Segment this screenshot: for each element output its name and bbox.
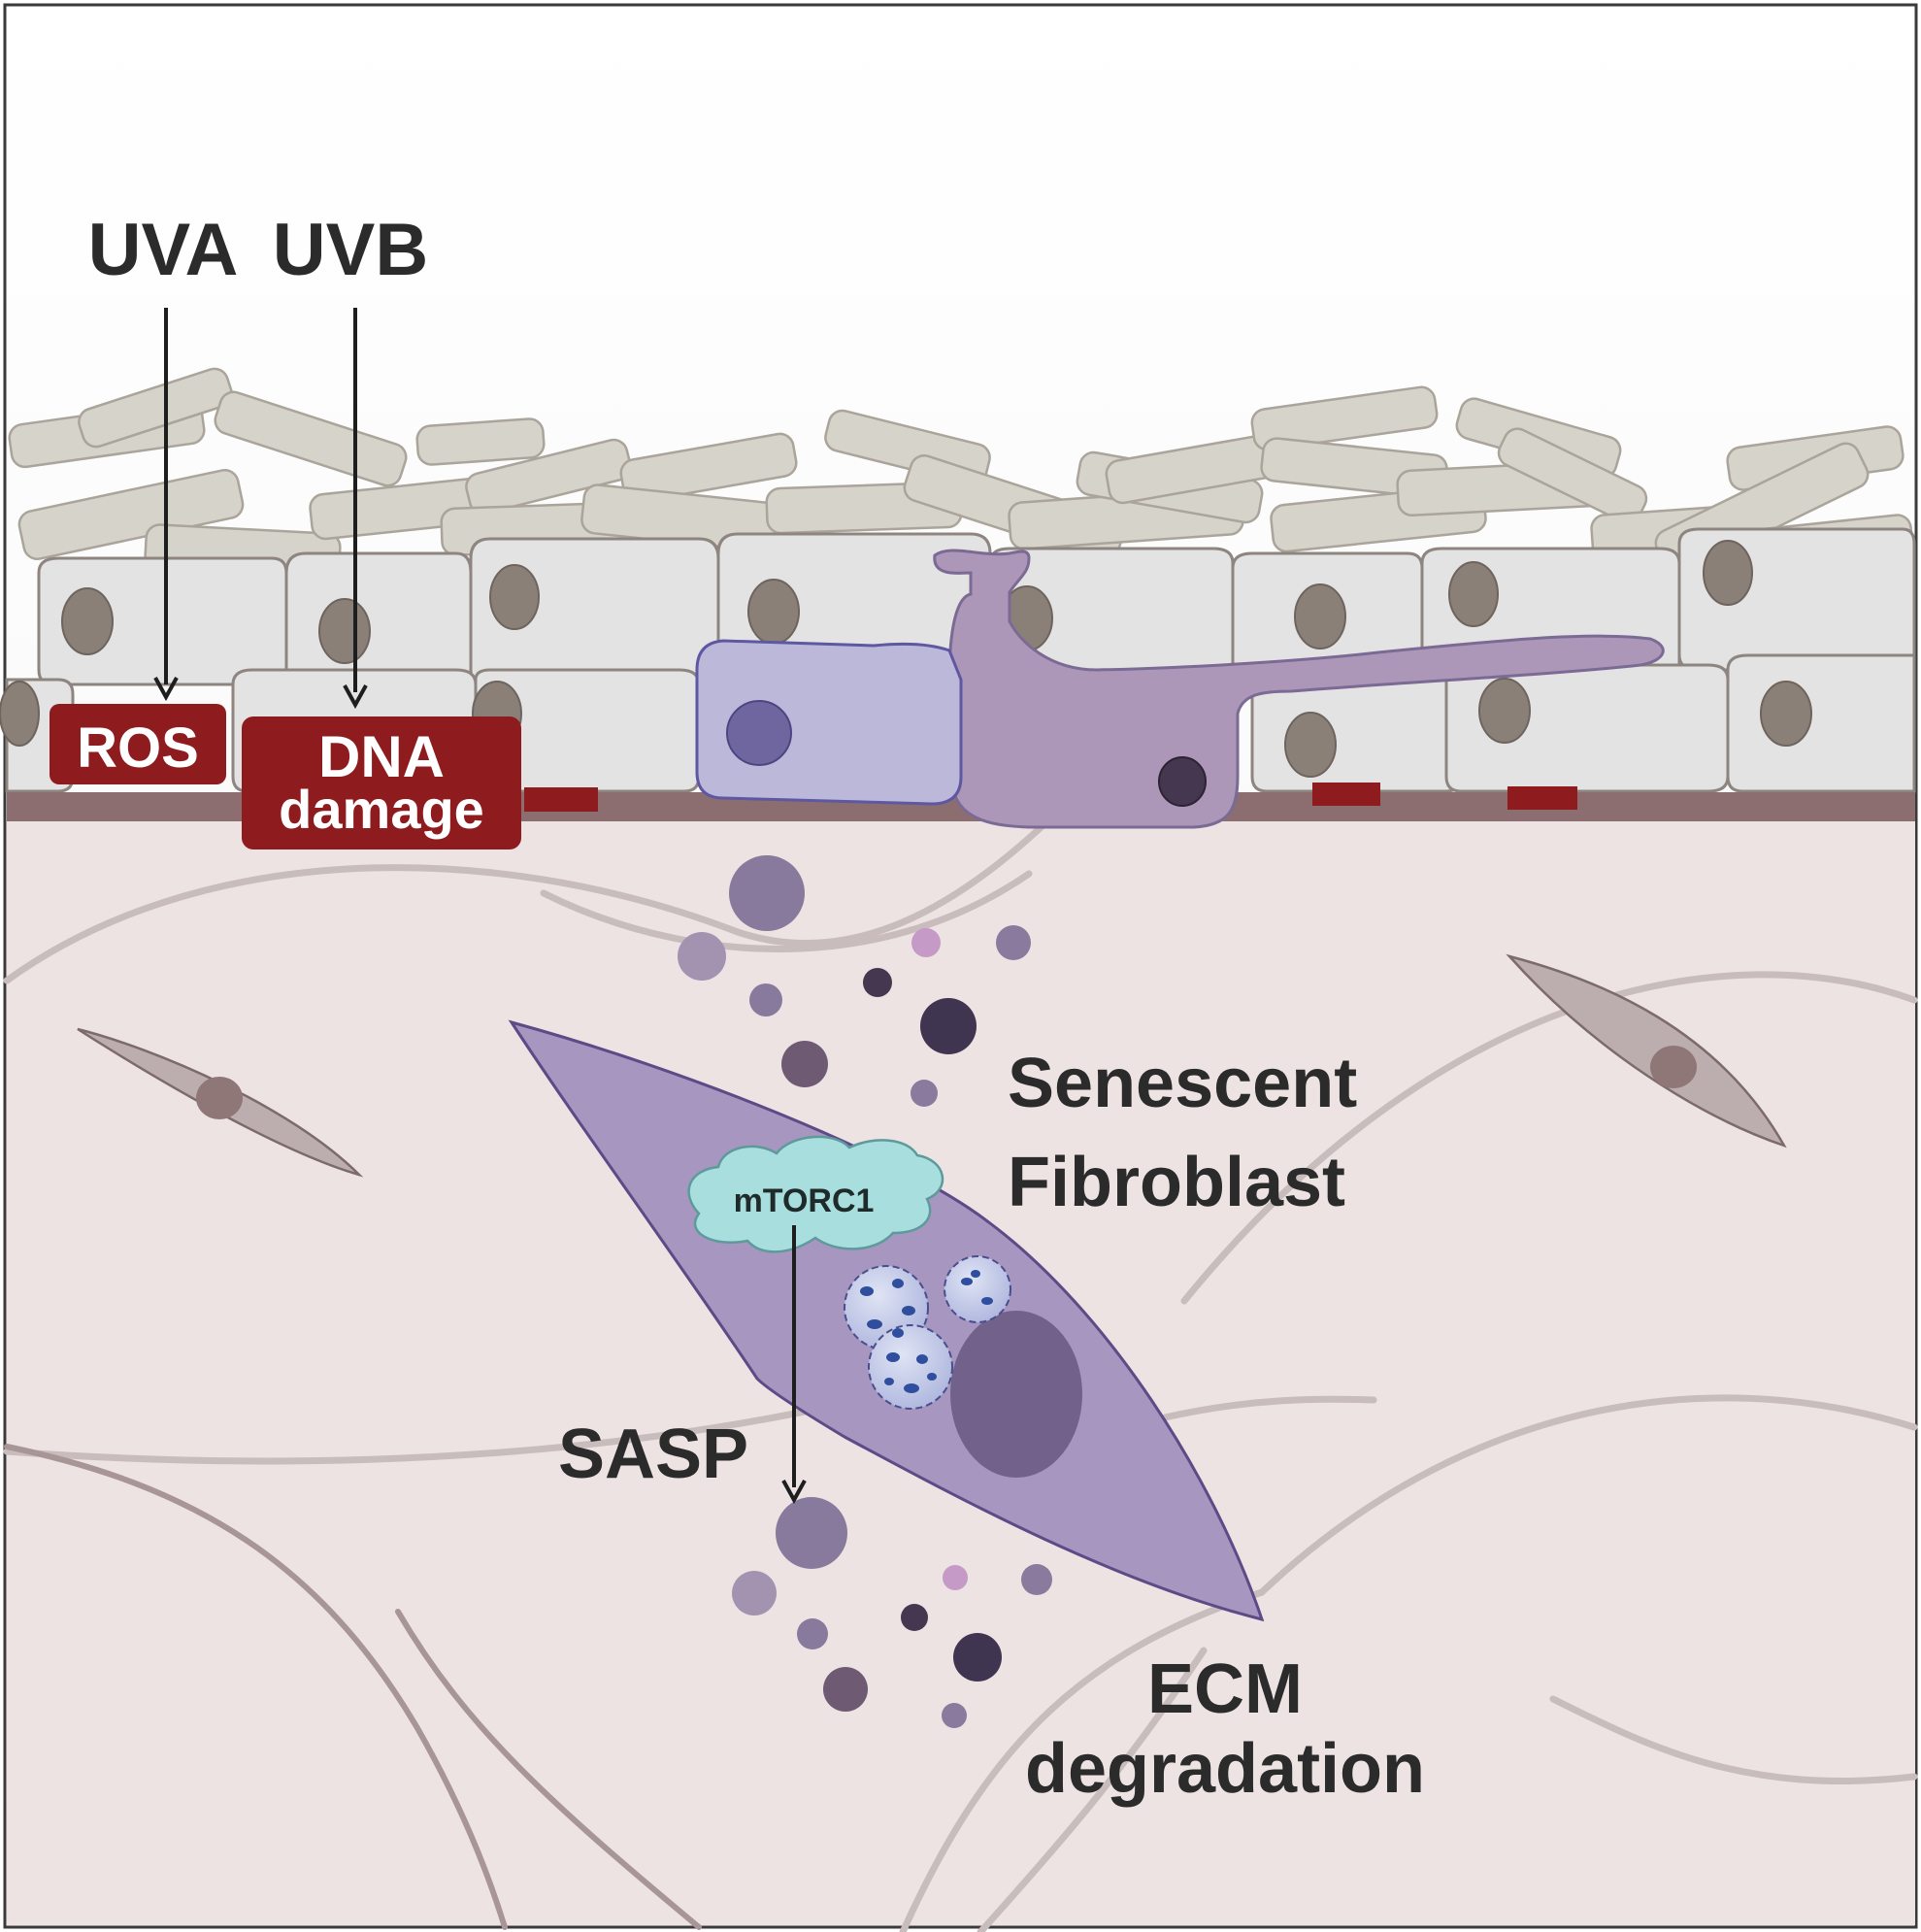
ecm-degradation-label-line1: ECM [1147, 1650, 1303, 1728]
uvb-label: UVB [273, 209, 428, 291]
sasp-arrow [781, 1225, 807, 1505]
sasp-particles-upper [678, 855, 1031, 1107]
dna-damage-label-line1: DNA [318, 724, 445, 789]
ros-label: ROS [77, 716, 199, 780]
collagen-fibers-dark [4, 1444, 702, 1930]
senescent-fibroblast-label-line1: Senescent [1008, 1045, 1357, 1122]
dna-damage-markers [524, 783, 1577, 812]
senescent-fibroblast-label-line2: Fibroblast [1008, 1144, 1345, 1221]
quiescent-fibroblast-right [1506, 953, 1787, 1149]
quiescent-fibroblast-left [77, 1027, 364, 1178]
melanocyte-nucleus [1158, 756, 1207, 807]
lysosome-cluster [844, 1255, 1011, 1410]
dna-damage-box [242, 716, 521, 849]
mtorc1-label: mTORC1 [734, 1183, 875, 1219]
uvb-arrow [343, 308, 368, 710]
uva-label: UVA [88, 209, 239, 291]
sasp-label: SASP [558, 1416, 748, 1493]
lavender-cell-nucleus [726, 700, 792, 766]
ros-box [50, 704, 226, 784]
mtorc1-cloud [687, 1135, 944, 1253]
melanocyte [933, 549, 1665, 829]
ecm-degradation-label-line2: degradation [1025, 1730, 1425, 1808]
uva-arrow [153, 308, 179, 702]
dna-damage-label-line2: damage [279, 779, 484, 840]
sasp-particles-lower [732, 1497, 1052, 1728]
senescent-fibroblast-nucleus [950, 1311, 1082, 1478]
